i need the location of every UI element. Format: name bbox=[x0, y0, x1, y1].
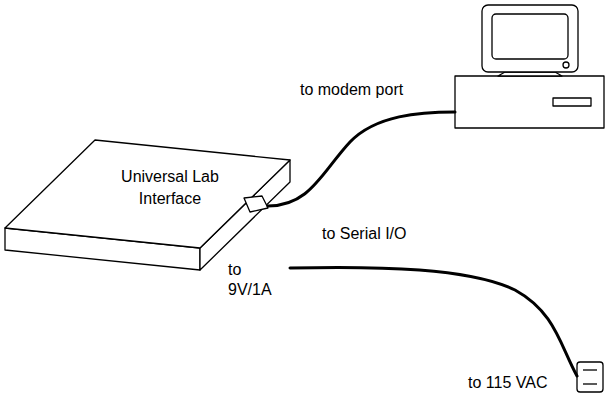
power-plug bbox=[577, 362, 603, 392]
slab-top bbox=[5, 140, 290, 248]
serial-cable bbox=[268, 112, 455, 206]
power-cable bbox=[290, 267, 577, 376]
monitor bbox=[482, 5, 578, 72]
monitor-button bbox=[563, 62, 569, 68]
cable-label: to Serial I/O bbox=[322, 224, 406, 244]
interface-box: Universal Lab Interface bbox=[95, 166, 245, 210]
serial-connector bbox=[244, 196, 268, 212]
monitor-screen bbox=[492, 14, 568, 59]
plug-prong bbox=[583, 383, 597, 384]
cable-label: to 115 VAC bbox=[468, 373, 547, 393]
floppy-slot bbox=[553, 98, 591, 106]
cable-label: to modem port bbox=[300, 80, 403, 100]
cable-label: to 9V/1A bbox=[228, 260, 280, 300]
box-label: Universal Lab Interface bbox=[95, 166, 245, 210]
plug-prong bbox=[583, 369, 597, 370]
computer-case bbox=[455, 76, 604, 128]
